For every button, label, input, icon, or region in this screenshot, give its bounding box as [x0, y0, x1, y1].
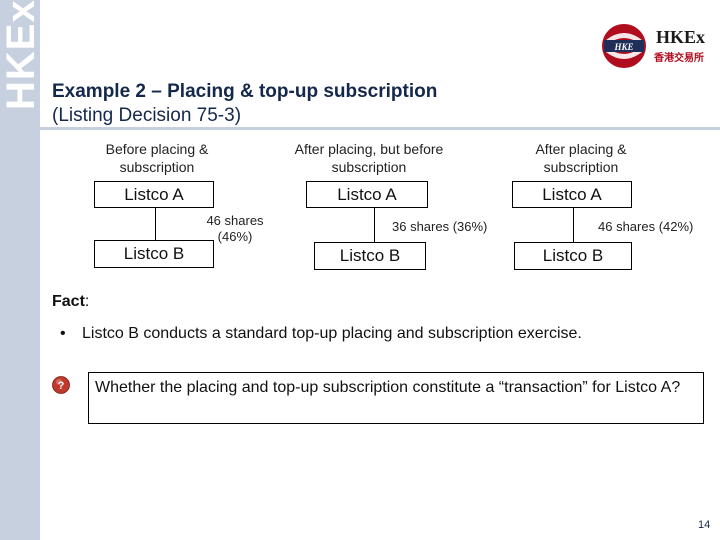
sidebar-band: HKEx: [0, 0, 43, 540]
scenario-1-child-box: Listco B: [94, 240, 214, 268]
scenario-2-connector: [374, 208, 375, 242]
scenario-1-caption-line-1: Before placing &: [105, 141, 209, 157]
question-box: Whether the placing and top-up subscript…: [88, 372, 704, 424]
scenario-1-shareholding-label: 46 shares (46%): [196, 213, 274, 245]
fact-heading-colon: :: [84, 293, 90, 310]
scenario-2-parent-box: Listco A: [306, 181, 428, 208]
title-line-2: (Listing Decision 75-3): [52, 105, 242, 126]
logo-emblem-text: HKE: [613, 42, 633, 52]
scenario-3-child-box: Listco B: [514, 242, 632, 270]
title-divider: [40, 127, 720, 130]
title-line-1: Example 2 – Placing & top-up subscriptio…: [52, 81, 438, 102]
scenario-2-caption-line-1: After placing, but before: [294, 141, 444, 157]
hkex-logo-icon: HKE: [602, 24, 646, 68]
scenario-1-connector: [155, 208, 156, 240]
scenario-1-caption: Before placing & subscription: [82, 140, 232, 176]
scenario-3-parent-box: Listco A: [512, 181, 632, 208]
question-icon: ?: [52, 376, 70, 394]
scenario-2-caption-line-2: subscription: [331, 159, 407, 175]
scenario-3-shareholding-label: 46 shares (42%): [598, 219, 694, 234]
scenario-1-parent-box: Listco A: [94, 181, 214, 208]
logo-chinese-text: 香港交易所: [654, 53, 704, 64]
scenario-2-shareholding-label: 36 shares (36%): [392, 219, 488, 234]
scenario-3-caption: After placing & subscription: [506, 140, 656, 176]
question-icon-glyph: ?: [58, 380, 65, 392]
fact-heading: Fact:: [52, 293, 89, 311]
logo-brand-text: HKEx: [656, 27, 706, 47]
scenario-1-caption-line-2: subscription: [119, 159, 195, 175]
scenario-3-connector: [573, 208, 574, 242]
fact-heading-label: Fact: [52, 293, 85, 310]
scenario-1-label-line-1: 46 shares: [206, 213, 264, 228]
scenario-1-label-line-2: (46%): [217, 229, 253, 244]
scenario-3-caption-line-1: After placing &: [535, 141, 627, 157]
scenario-3-caption-line-2: subscription: [543, 159, 619, 175]
sidebar-brand-text: HKEx: [0, 0, 43, 110]
scenario-2-caption: After placing, but before subscription: [274, 140, 464, 176]
page-number: 14: [698, 519, 711, 531]
scenario-2-child-box: Listco B: [314, 242, 426, 270]
bullet-marker: •: [60, 325, 66, 342]
page-title: Example 2 – Placing & top-up subscriptio…: [52, 80, 437, 128]
fact-bullet-text: Listco B conducts a standard top-up plac…: [82, 325, 582, 342]
